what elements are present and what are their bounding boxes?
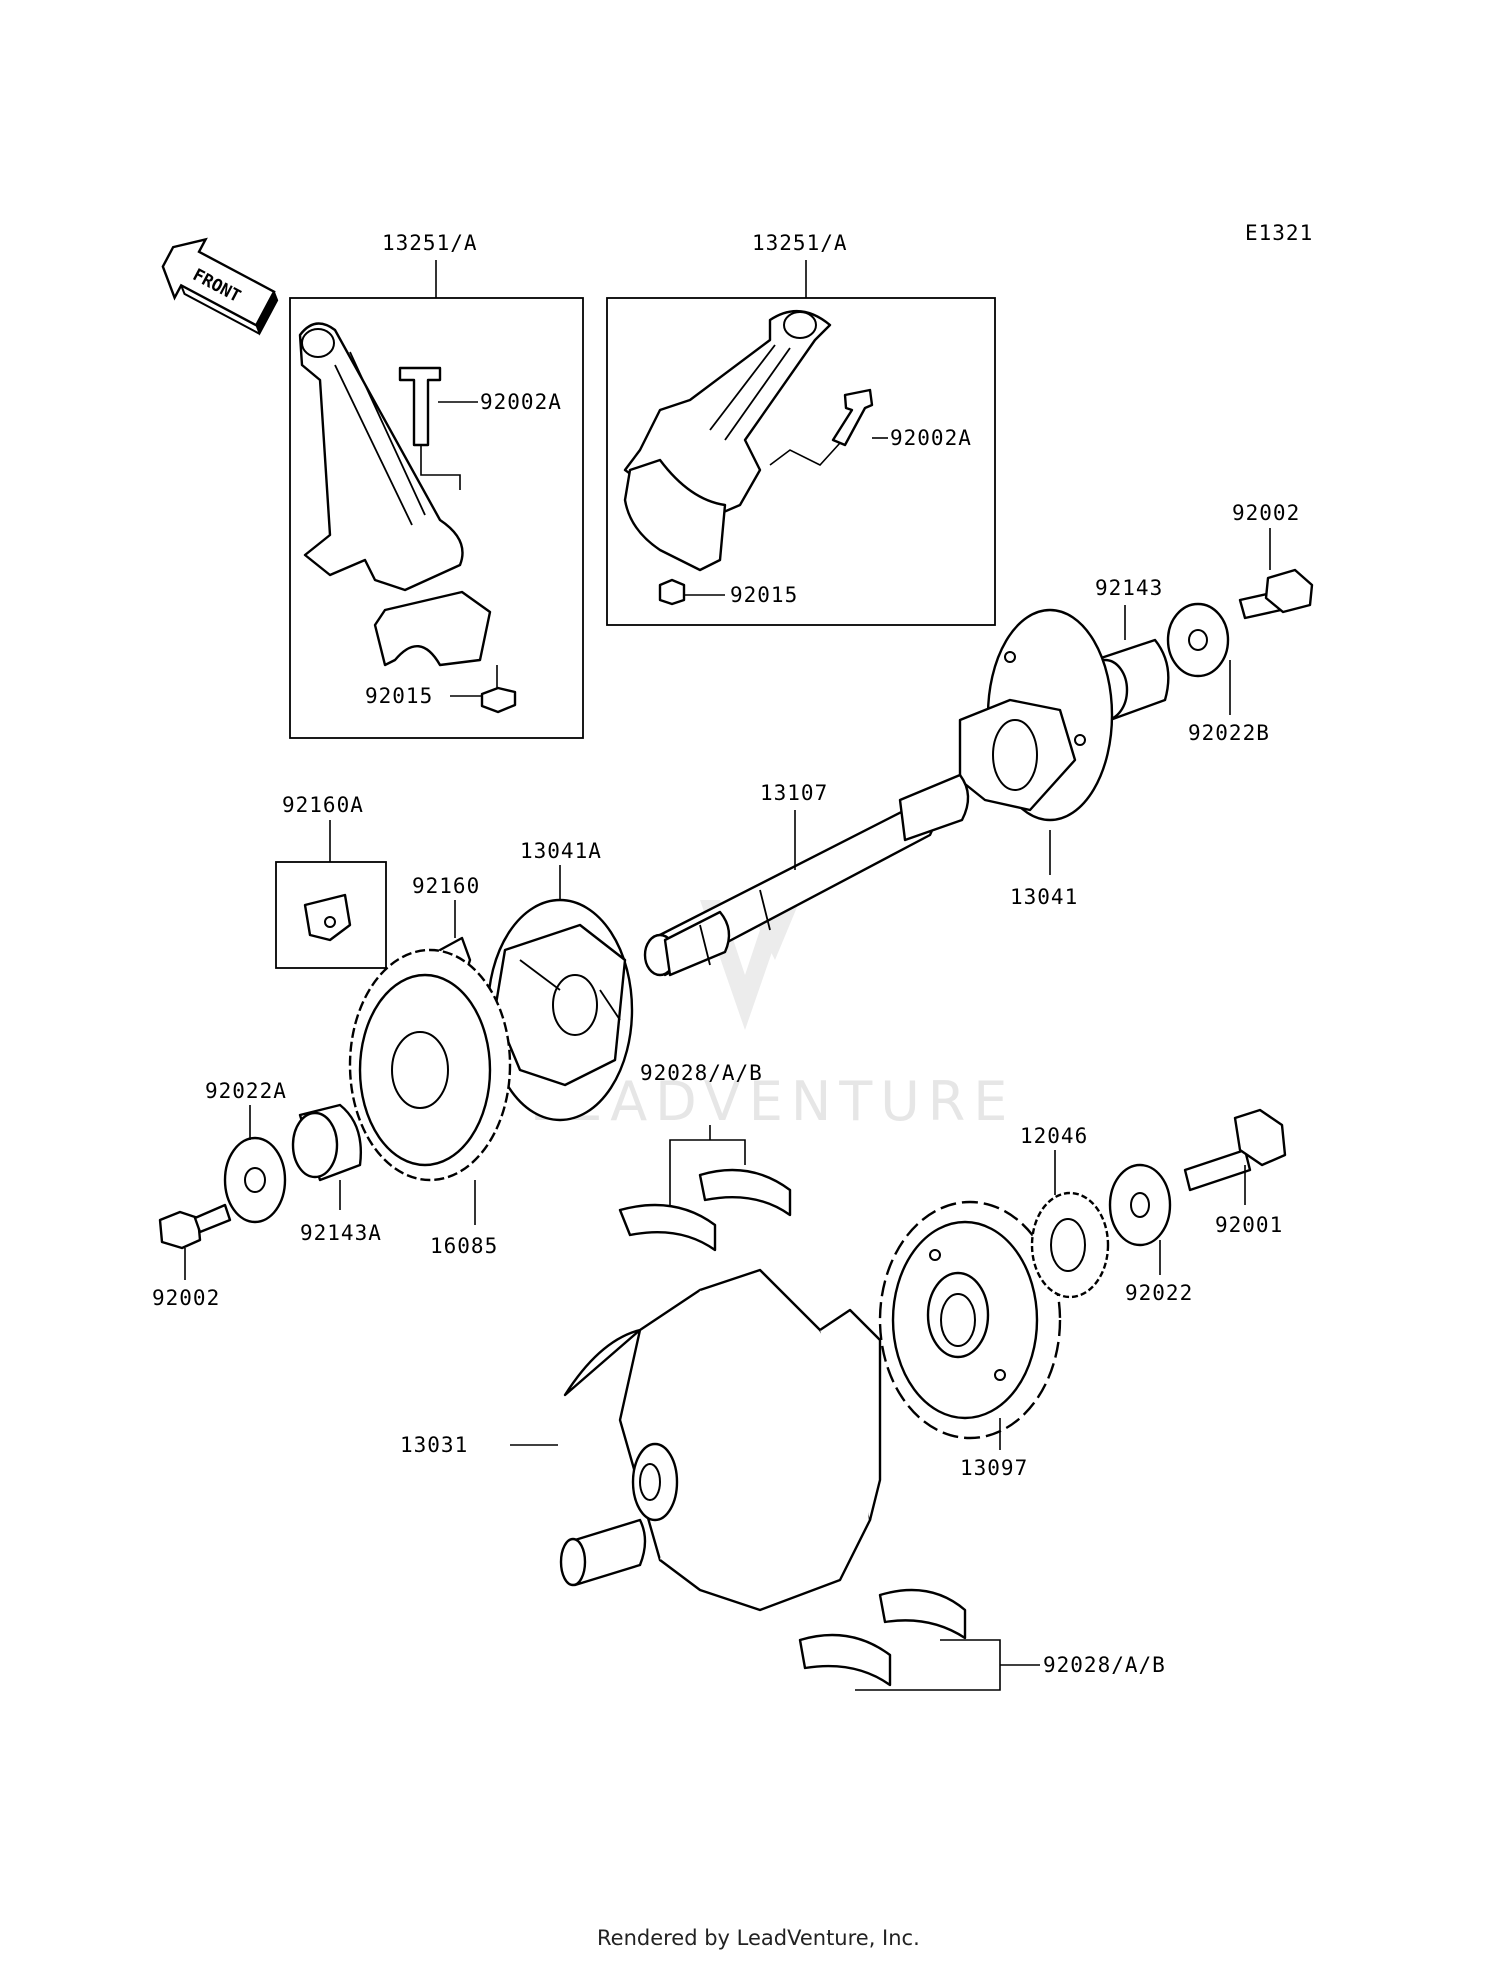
label-collar-top: 92143 <box>1095 576 1163 600</box>
footer-credit: Rendered by LeadVenture, Inc. <box>597 1926 920 1950</box>
connecting-rod-set-left[interactable] <box>289 260 584 739</box>
diagram-code: E1321 <box>1245 221 1313 245</box>
label-bolt-right: 92001 <box>1215 1213 1283 1237</box>
washer-top[interactable] <box>1166 602 1231 715</box>
connecting-rod-set-right[interactable] <box>606 260 996 626</box>
flange-left[interactable] <box>486 865 634 1122</box>
label-rod-set-left: 13251/A <box>382 231 478 255</box>
label-washer-right: 92022 <box>1125 1281 1193 1305</box>
bearing-lower[interactable] <box>798 1588 1040 1691</box>
label-collar-left: 92143A <box>300 1221 382 1245</box>
label-rod-nut-left: 92015 <box>365 684 433 708</box>
label-washer-left: 92022A <box>205 1079 287 1103</box>
flange-right[interactable] <box>958 608 1114 875</box>
sprocket-left[interactable] <box>348 948 512 1225</box>
label-flange-right: 13041 <box>1010 885 1078 909</box>
front-arrow-icon: FRONT <box>161 237 279 336</box>
label-bolt-left: 92002 <box>152 1286 220 1310</box>
bolt-right[interactable] <box>1183 1108 1287 1205</box>
collar-left[interactable] <box>291 1103 362 1210</box>
washer-left[interactable] <box>223 1105 287 1224</box>
crankshaft[interactable] <box>510 1268 882 1612</box>
key-box[interactable] <box>275 820 387 969</box>
label-bearing-upper: 92028/A/B <box>640 1061 763 1085</box>
label-sprocket-left: 16085 <box>430 1234 498 1258</box>
label-shaft: 13107 <box>760 781 828 805</box>
label-rod-nut-right: 92015 <box>730 583 798 607</box>
label-bearing-lower: 92028/A/B <box>1043 1653 1166 1677</box>
label-crankshaft: 13031 <box>400 1433 468 1457</box>
label-key: 92160 <box>412 874 480 898</box>
label-flange-left: 13041A <box>520 839 602 863</box>
label-bolt-top-right: 92002 <box>1232 501 1300 525</box>
label-gear-small: 12046 <box>1020 1124 1088 1148</box>
label-rod-set-right: 13251/A <box>752 231 848 255</box>
label-key-box: 92160A <box>282 793 364 817</box>
label-washer-top: 92022B <box>1188 721 1270 745</box>
shaft[interactable] <box>643 773 970 977</box>
gear-small[interactable] <box>1030 1150 1110 1299</box>
washer-right[interactable] <box>1108 1163 1172 1275</box>
bolt-top-right[interactable] <box>1238 528 1314 620</box>
bolt-left[interactable] <box>158 1203 232 1280</box>
label-rod-bolt-right: 92002A <box>890 426 972 450</box>
bearing-upper[interactable] <box>618 1125 792 1252</box>
label-gear-large: 13097 <box>960 1456 1028 1480</box>
gear-large[interactable] <box>878 1200 1062 1450</box>
label-rod-bolt-left: 92002A <box>480 390 562 414</box>
